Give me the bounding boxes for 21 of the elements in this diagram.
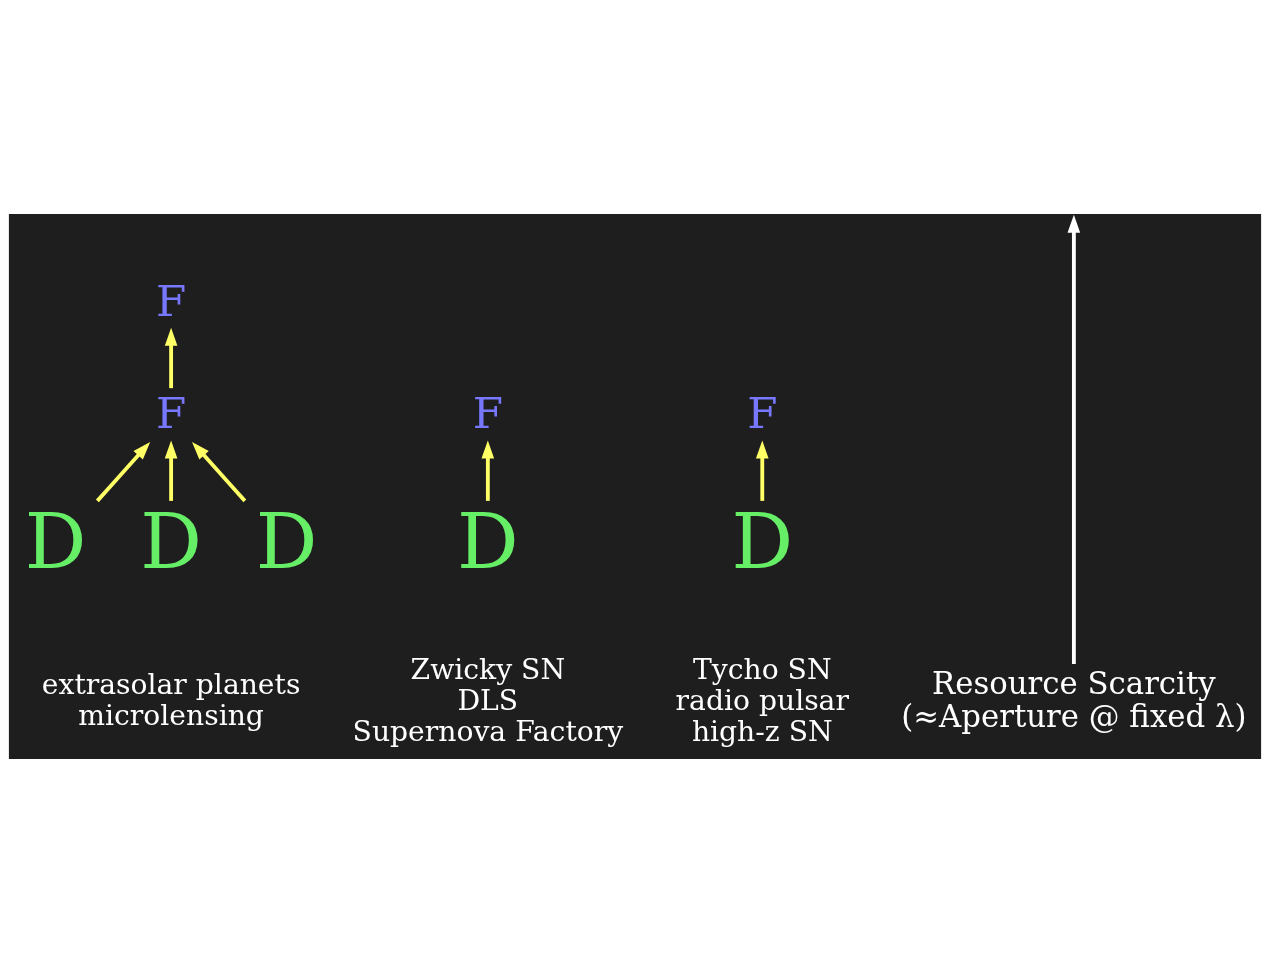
node-text: F bbox=[472, 388, 503, 439]
arrow bbox=[95, 441, 151, 503]
label: Supernova Factory bbox=[352, 714, 624, 748]
node-text: F bbox=[155, 388, 187, 439]
node-text: D bbox=[24, 496, 87, 586]
label: microlensing bbox=[78, 699, 264, 733]
arrow bbox=[481, 440, 495, 501]
label: Resource Scarcity bbox=[932, 664, 1216, 701]
arrow bbox=[164, 440, 178, 501]
node-text: D bbox=[731, 496, 794, 586]
node-text: D bbox=[140, 496, 202, 586]
node-text: D bbox=[457, 496, 519, 586]
label: Tycho SN bbox=[692, 652, 832, 686]
label: extrasolar planets bbox=[41, 668, 301, 702]
node-text: D bbox=[255, 496, 318, 586]
node-text: F bbox=[747, 388, 778, 439]
arrow bbox=[192, 441, 247, 503]
arrow bbox=[755, 440, 769, 501]
label: Zwicky SN bbox=[410, 652, 566, 686]
node-text: F bbox=[155, 275, 187, 326]
arrow bbox=[164, 327, 178, 389]
